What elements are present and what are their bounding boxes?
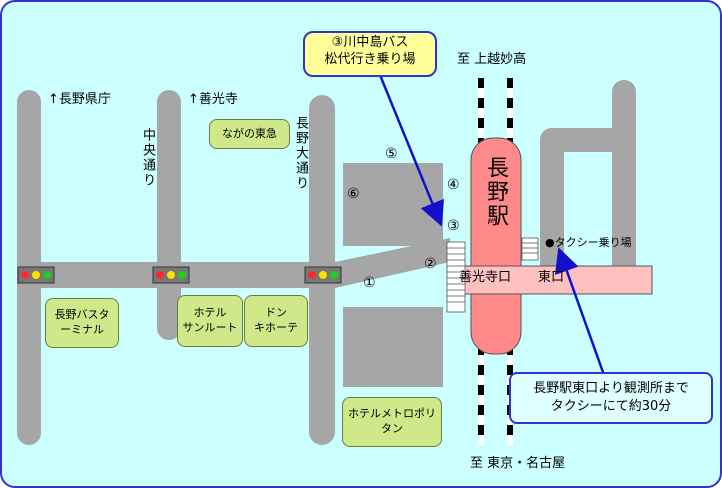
traffic-light-icon <box>17 266 55 284</box>
north-destination-label: 至 上越妙高 <box>457 52 527 67</box>
arrow-taxi <box>554 247 606 376</box>
west-exit-label: 善光寺口 <box>459 270 512 285</box>
taxi-callout: 長野駅東口より観測所まで タクシーにて約30分 <box>509 372 713 424</box>
prefecture-office-label: ↑長野県庁 <box>48 92 111 107</box>
station-name: 長野駅 <box>483 156 508 228</box>
bus-stop-6: ⑥ <box>347 186 360 202</box>
road-east-horizontal <box>540 128 636 152</box>
south-destination-label: 至 東京・名古屋 <box>470 456 566 471</box>
hotel-sunroute-label: ホテルサンルート <box>182 306 238 334</box>
taxi-callout-line2: タクシーにて約30分 <box>550 398 672 414</box>
bus-stop-5: ⑤ <box>385 146 398 162</box>
hotel-metropolitan-label: ホテルメトロポリタン <box>348 407 436 435</box>
hotel-sunroute: ホテルサンルート <box>177 295 243 347</box>
bus-terminal-label: 長野バスターミナル <box>54 308 110 336</box>
don-quijote: ドンキホーテ <box>244 295 308 347</box>
zenkoji-label: ↑善光寺 <box>188 92 238 107</box>
tokyu-department-store: ながの東急 <box>209 119 290 149</box>
chuo-dori-label: 中央通り <box>140 128 155 188</box>
bus-stop-4: ④ <box>447 177 460 193</box>
crosswalk-icon <box>446 241 466 313</box>
tokyu-label: ながの東急 <box>222 126 277 140</box>
taxi-callout-line1: 長野駅東口より観測所まで <box>533 381 689 396</box>
station-approach-road <box>335 238 450 288</box>
station-concourse <box>451 265 653 295</box>
don-quijote-label: ドンキホーテ <box>254 306 298 334</box>
roads <box>17 80 636 445</box>
bus-stop-callout: ③川中島バス 松代行き乗り場 <box>303 31 437 77</box>
road-east-vertical-right <box>612 80 636 280</box>
station-building <box>470 137 522 355</box>
east-exit-label: 東口 <box>538 270 565 285</box>
bus-stop-2: ② <box>424 256 437 272</box>
taxi-stand-label: ●タクシー乗り場 <box>545 236 632 249</box>
crosswalk-east <box>521 237 539 261</box>
bus-callout-line2: 松代行き乗り場 <box>324 51 416 67</box>
block-lower <box>343 307 443 387</box>
nagano-odori-label: 長野大通り <box>293 116 308 191</box>
block-upper <box>343 163 443 246</box>
hotel-metropolitan: ホテルメトロポリタン <box>342 397 442 447</box>
bus-stop-1: ① <box>363 275 376 291</box>
bus-terminal: 長野バスターミナル <box>45 298 119 348</box>
bus-stop-3: ③ <box>447 218 460 234</box>
arrow-icon <box>378 74 445 227</box>
traffic-light-chuo <box>152 266 190 284</box>
traffic-light-odori <box>304 266 342 284</box>
bus-callout-line1: ③川中島バス <box>331 35 409 50</box>
